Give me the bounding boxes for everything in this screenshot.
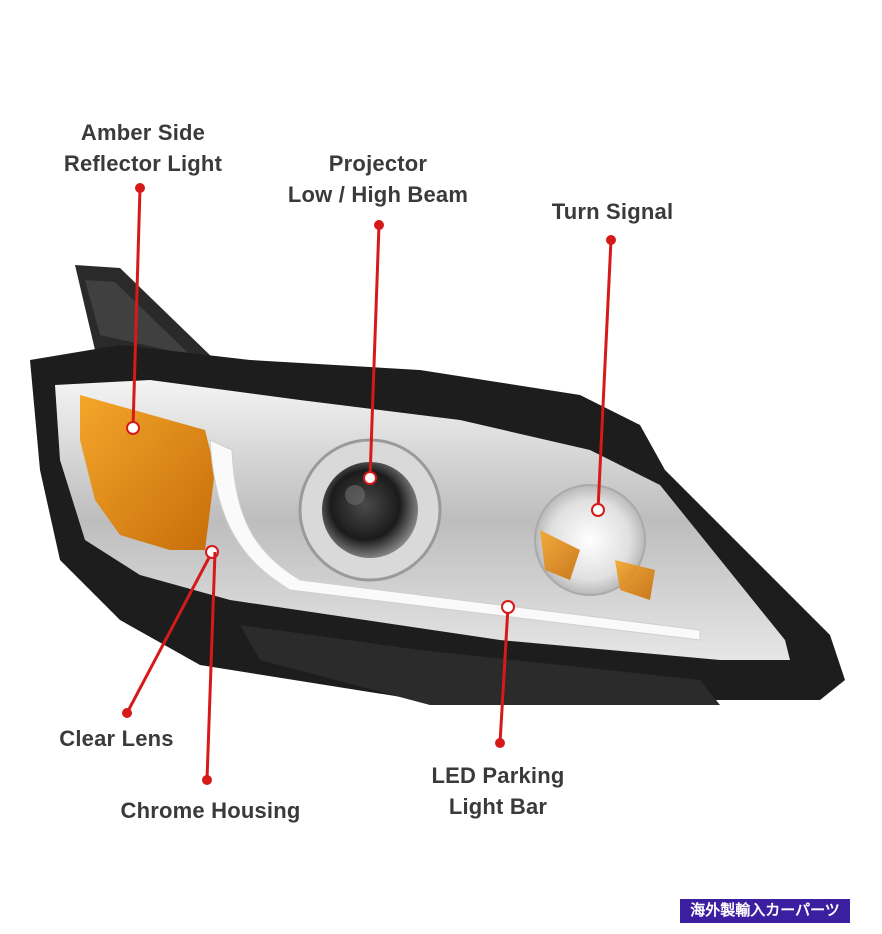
callout-amber — [126, 183, 145, 435]
label-led-parking: LED Parking Light Bar — [431, 763, 565, 819]
led-light-bar — [209, 439, 701, 641]
turn-signal-bulb — [534, 484, 655, 600]
callout-clear-lens — [122, 545, 219, 718]
callout-projector — [363, 220, 384, 485]
callout-turn-signal — [591, 235, 616, 517]
watermark-badge: 海外製輸入カーパーツ — [680, 899, 850, 923]
label-projector: Projector Low / High Beam — [287, 151, 469, 207]
label-clear-lens: Clear Lens — [59, 726, 174, 751]
lower-trim — [240, 625, 720, 705]
callout-led-parking — [495, 600, 515, 748]
label-amber-side-reflector: Amber Side Reflector Light — [63, 120, 223, 176]
callout-chrome-housing — [202, 551, 217, 785]
amber-reflector — [80, 395, 215, 550]
label-turn-signal: Turn Signal — [551, 199, 674, 224]
label-chrome-housing: Chrome Housing — [120, 798, 301, 823]
